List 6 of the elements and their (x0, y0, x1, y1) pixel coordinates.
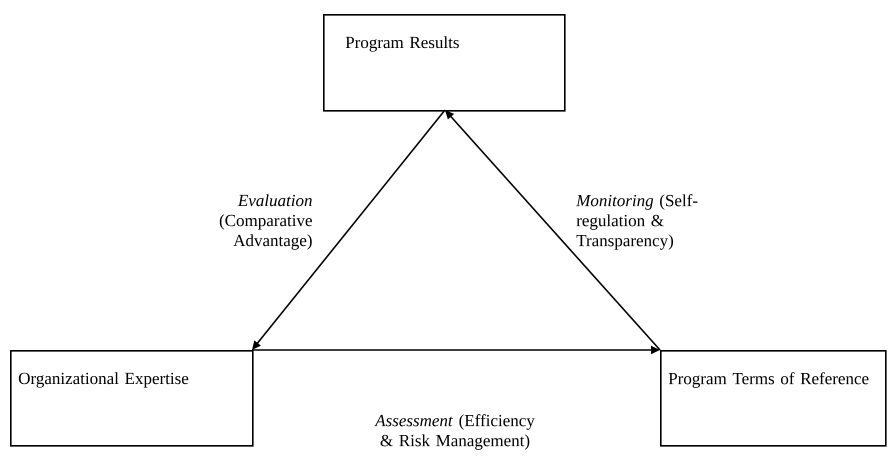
text-box: Program Results (323, 14, 566, 112)
text-box: Program Terms of Reference (660, 350, 887, 447)
text-box: Organizational Expertise (10, 350, 254, 447)
edge-label: Evaluation (Comparative Advantage) (220, 194, 312, 250)
edge-label: Monitoring (Self-regulation & Transparency) (576, 194, 698, 250)
edge-label: Assessment (Efficiency & Risk Management) (374, 414, 535, 450)
